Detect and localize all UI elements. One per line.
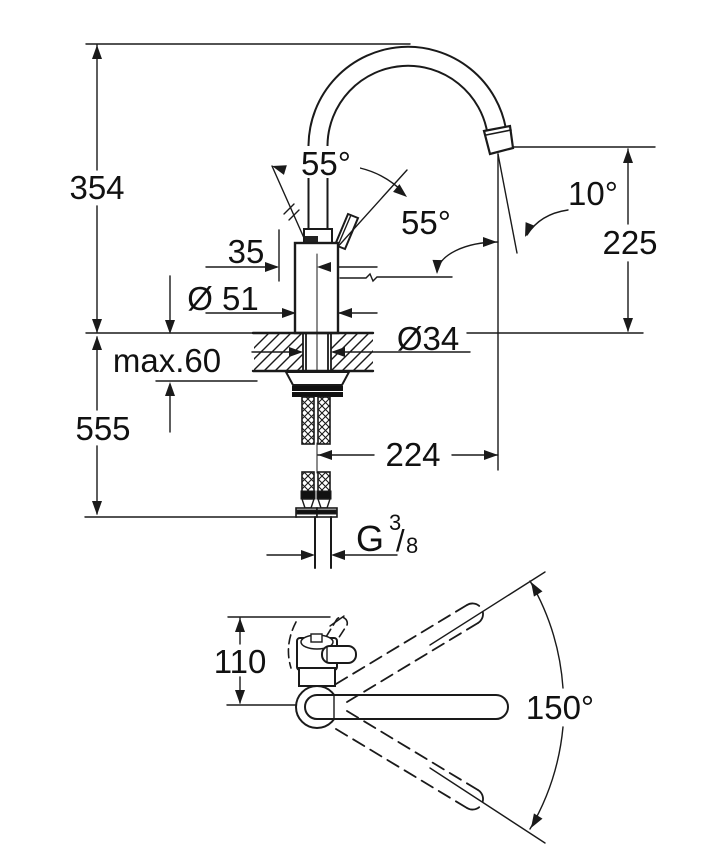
label-55-left: 55° xyxy=(301,145,351,182)
label-d34: Ø34 xyxy=(397,320,459,357)
top-view-arrowheads xyxy=(235,582,543,828)
arrowheads xyxy=(92,45,633,560)
mounting-hardware xyxy=(284,371,351,397)
lever-axis-line xyxy=(333,169,408,252)
label-thread-slash: / xyxy=(396,523,405,558)
handle-hub xyxy=(305,236,318,243)
handle-swing-dashed xyxy=(287,616,349,669)
label-354: 354 xyxy=(69,169,124,206)
spout-outlet xyxy=(482,124,515,156)
lever-handle xyxy=(333,212,360,251)
side-view: 354 555 max.60 35 Ø 51 Ø34 225 224 55° 5… xyxy=(69,43,658,569)
label-thread-g: G xyxy=(356,518,384,559)
side-view-labels: 354 555 max.60 35 Ø 51 Ø34 225 224 55° 5… xyxy=(69,145,657,559)
dimension-lines xyxy=(84,43,656,556)
top-view-labels: 110 150° xyxy=(214,643,594,726)
top-view-body xyxy=(296,633,357,687)
label-10: 10° xyxy=(568,175,618,212)
label-d51: Ø 51 xyxy=(187,280,259,317)
spout-swing-dashed xyxy=(335,602,484,811)
handle-swing-lines xyxy=(271,165,309,248)
label-555: 555 xyxy=(75,410,130,447)
top-view: 110 150° xyxy=(214,571,597,844)
label-55-left-bg xyxy=(294,146,360,178)
supply-hoses xyxy=(295,396,338,569)
label-thread-den: 8 xyxy=(406,533,418,558)
label-150-bg xyxy=(523,690,597,724)
label-55-right: 55° xyxy=(401,204,451,241)
label-110: 110 xyxy=(214,643,267,680)
label-35: 35 xyxy=(228,233,265,270)
label-224: 224 xyxy=(385,436,440,473)
spout-tube xyxy=(307,45,508,263)
label-225: 225 xyxy=(602,224,657,261)
spout-top-view xyxy=(304,694,509,720)
label-thread-num: 3 xyxy=(389,510,401,535)
angle-reference-lines xyxy=(339,153,569,471)
label-150: 150° xyxy=(526,689,594,726)
label-max60: max.60 xyxy=(113,342,221,379)
